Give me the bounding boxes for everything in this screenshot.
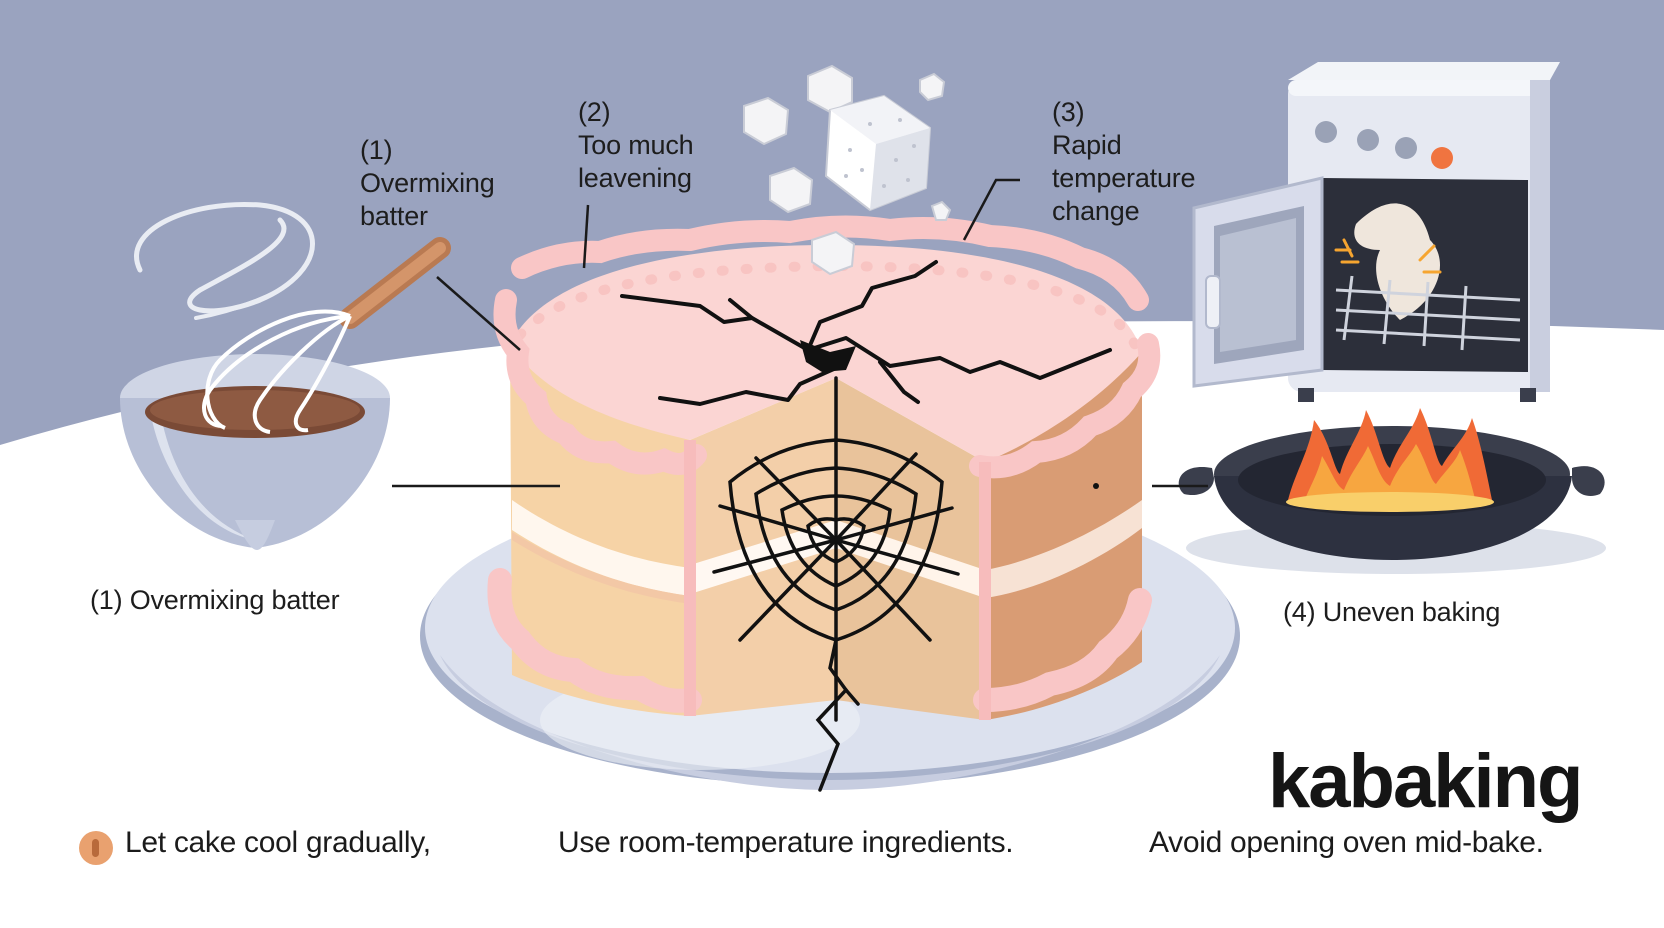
sugar-cube-icon (743, 64, 952, 276)
mixing-bowl-icon (120, 309, 390, 550)
leader-lines (392, 178, 1208, 488)
label-leavening-line2: leavening (578, 163, 692, 193)
flame-icon (1286, 408, 1494, 512)
label-leavening: (2) Too much leavening (578, 96, 694, 195)
label-temperature-line1: Rapid (1052, 130, 1122, 160)
label-overmixing-number: (1) (360, 135, 393, 165)
label-temperature-line3: change (1052, 196, 1140, 226)
bullet-icon (79, 831, 113, 865)
label-temperature-number: (3) (1052, 97, 1085, 127)
caption-uneven-baking: (4) Uneven baking (1283, 597, 1501, 627)
tip-cool-gradually: Let cake cool gradually, (125, 826, 431, 859)
whisk-icon (134, 201, 451, 329)
brand-logo: kabaking (1268, 739, 1583, 824)
tip-avoid-opening-oven: Avoid opening oven mid-bake. (1149, 826, 1544, 859)
caption-overmixing: (1) Overmixing batter (90, 585, 340, 615)
label-temperature: (3) Rapid temperature change (1052, 96, 1196, 228)
label-overmixing-line2: batter (360, 201, 428, 231)
cracked-cake-icon (487, 215, 1161, 792)
oven-icon (1192, 62, 1560, 402)
label-leavening-line1: Too much (578, 130, 694, 160)
label-leavening-number: (2) (578, 97, 611, 127)
label-temperature-line2: temperature (1052, 163, 1196, 193)
label-overmixing: (1) Overmixing batter (360, 134, 495, 233)
tip-room-temperature: Use room-temperature ingredients. (558, 826, 1014, 859)
label-overmixing-line1: Overmixing (360, 168, 495, 198)
